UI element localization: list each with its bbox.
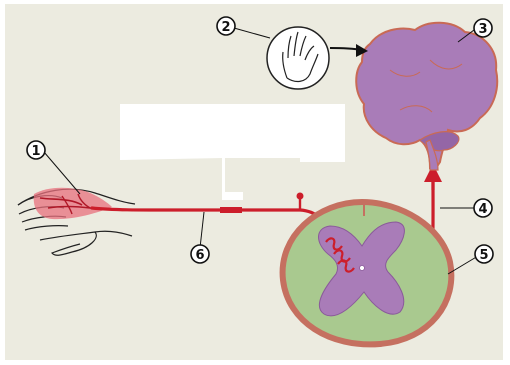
frame-top — [0, 0, 510, 4]
nerve-segment-highlight — [220, 207, 242, 213]
frame-bottom — [0, 360, 510, 365]
marker-1: 1 — [27, 141, 45, 159]
marker-4-label: 4 — [478, 202, 487, 217]
marker-2-label: 2 — [221, 20, 230, 35]
touch-circle — [267, 27, 329, 89]
marker-5: 5 — [475, 245, 493, 263]
marker-3-label: 3 — [478, 22, 487, 37]
marker-6-label: 6 — [195, 248, 204, 263]
marker-5-label: 5 — [479, 248, 488, 263]
marker-2: 2 — [217, 17, 235, 35]
frame-left — [0, 0, 5, 365]
spinal-cord-cross-section — [283, 202, 452, 344]
marker-6: 6 — [191, 245, 209, 263]
marker-4: 4 — [474, 199, 492, 217]
marker-3: 3 — [474, 19, 492, 37]
marker-1-label: 1 — [31, 144, 40, 159]
frame-right — [503, 0, 510, 365]
